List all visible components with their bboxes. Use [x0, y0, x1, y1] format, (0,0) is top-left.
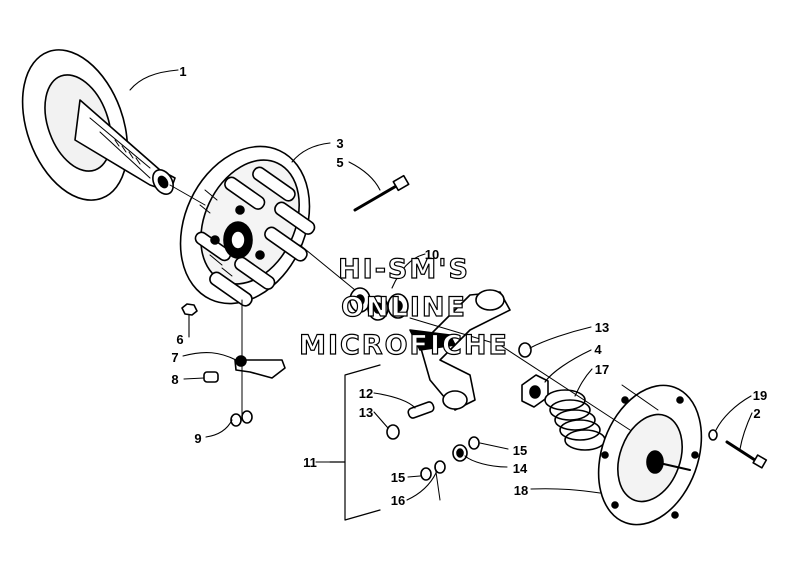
roller-part-13-lower: [386, 424, 400, 440]
callout-8: 8: [171, 372, 178, 387]
callout-5: 5: [336, 155, 343, 170]
callout-3: 3: [336, 136, 343, 151]
callout-12: 12: [359, 386, 373, 401]
callout-19: 19: [753, 388, 767, 403]
callout-10: 10: [425, 247, 439, 262]
washer-part-19: [708, 429, 718, 441]
callout-16: 16: [391, 493, 405, 508]
washer-part-15-lower: [420, 467, 432, 481]
bushing-part-16: [434, 460, 446, 474]
callout-11: 11: [303, 455, 317, 470]
roller-arm-part-11: [409, 289, 511, 411]
callout-6: 6: [176, 332, 183, 347]
washer-part-15-right: [468, 436, 480, 450]
spacer-part-14: [452, 444, 468, 462]
callout-9: 9: [194, 431, 201, 446]
callout-2: 2: [753, 406, 760, 421]
assembly-guide-lines: [169, 184, 659, 501]
callout-labels: 1 3 5 10 6 7 8 9 12 13 11 13 4 17 15 14 …: [171, 64, 767, 508]
washers-part-10: [349, 287, 409, 321]
callout-15-lower: 15: [391, 470, 405, 485]
cover-part-18: [597, 384, 703, 526]
watermark-line-1: HI-SM'S: [338, 254, 470, 285]
leader-lines: [129, 69, 753, 501]
watermark: HI-SM'S ONLINE MICROFICHE: [298, 253, 509, 361]
callout-13-upper: 13: [595, 320, 609, 335]
arm-part-7: [234, 355, 286, 379]
roller-part-13-upper: [518, 342, 532, 358]
bracket-part-11: [329, 364, 381, 521]
pin-part-12: [407, 401, 435, 419]
spring-part-17: [544, 389, 606, 451]
callout-18: 18: [514, 483, 528, 498]
callout-17: 17: [595, 362, 609, 377]
watermark-line-3: MICROFICHE: [299, 330, 509, 361]
bolt-part-2: [725, 440, 768, 469]
pin-part-8: [203, 371, 219, 383]
callout-1: 1: [179, 64, 186, 79]
callout-4: 4: [594, 342, 602, 357]
moveable-sheave-part-1: [21, 49, 176, 201]
bolt-part-5: [353, 174, 410, 212]
spider-assembly-part-3: [179, 145, 316, 307]
callout-14: 14: [513, 461, 528, 476]
callout-13-lower: 13: [359, 405, 373, 420]
watermark-line-2: ONLINE: [341, 292, 467, 323]
nut-part-6: [181, 303, 198, 316]
callout-15-right: 15: [513, 443, 527, 458]
nut-part-4: [521, 374, 549, 408]
callout-7: 7: [171, 350, 178, 365]
